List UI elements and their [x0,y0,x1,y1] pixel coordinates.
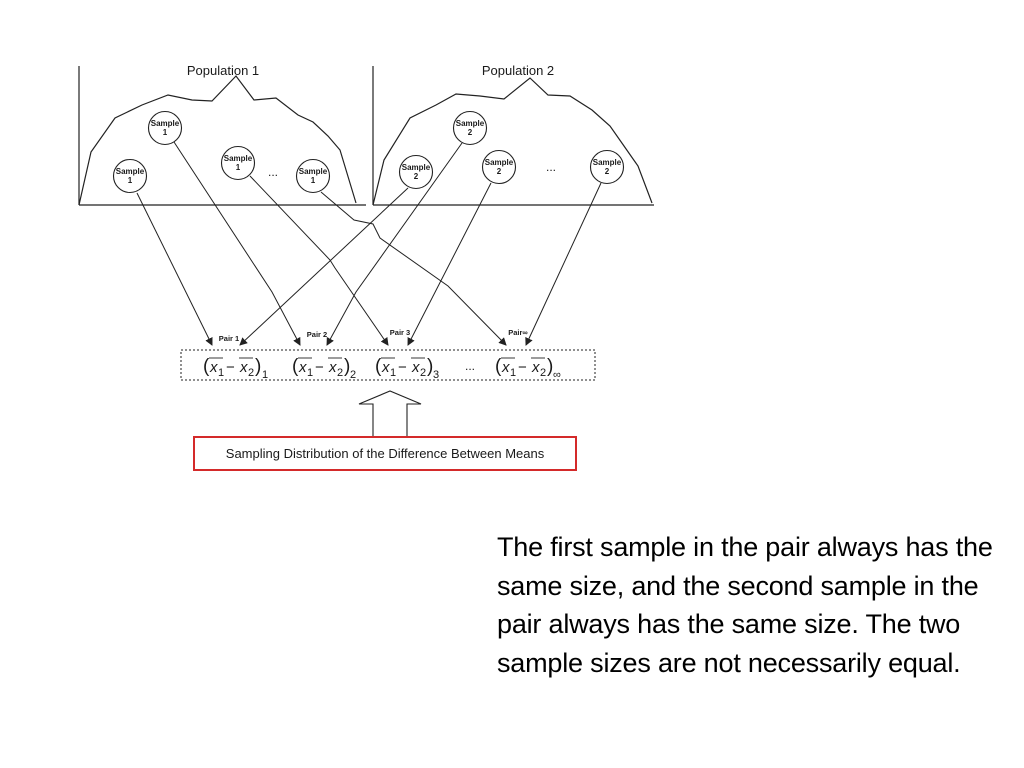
differences-box [180,349,596,381]
population-1-frame: Population 1 [78,63,366,206]
svg-text:x: x [381,359,390,376]
svg-text:−: − [226,359,235,376]
sample-circle: Sample 2 [481,149,517,185]
sample-circle: Sample 1 [112,158,148,194]
svg-text:1: 1 [262,369,268,381]
sampling-distribution-label: Sampling Distribution of the Difference … [226,446,545,461]
svg-text:Sample: Sample [224,154,253,163]
svg-text:3: 3 [433,369,439,381]
svg-text:): ) [547,356,553,377]
svg-text:(: ( [292,356,299,377]
svg-text:1: 1 [390,367,396,379]
sampling-distribution-box [193,436,577,471]
population-1-label: Population 1 [187,63,259,78]
svg-text:x: x [239,359,248,376]
svg-text:Sample: Sample [116,167,145,176]
population-2-label: Population 2 [482,63,554,78]
pair-label: Pair 3 [390,328,410,337]
svg-text:2: 2 [420,367,426,379]
svg-text:(: ( [495,356,502,377]
explanatory-note: The first sample in the pair always has … [497,532,993,678]
pair-label: Pair 1 [219,334,239,343]
svg-text:2: 2 [350,369,356,381]
ellipsis: ... [465,359,475,373]
svg-text:x: x [501,359,510,376]
svg-text:x: x [298,359,307,376]
svg-text:Sample: Sample [299,167,328,176]
svg-text:x: x [328,359,337,376]
connector-arrow [320,191,507,346]
difference-term: ( x 1 − x 2 ) 3 [375,356,439,381]
svg-text:∞: ∞ [553,369,561,381]
connector-arrow [525,182,602,346]
population-1-shape [78,75,357,206]
svg-text:Sample: Sample [593,158,622,167]
svg-text:2: 2 [337,367,343,379]
population-2-samples: Sample 2 Sample 2 Sample 2 ... Sample 2 [398,110,625,190]
svg-text:(: ( [375,356,382,377]
sample-circle: Sample 1 [295,158,331,194]
svg-text:1: 1 [163,128,168,137]
svg-text:): ) [344,356,350,377]
svg-text:1: 1 [128,176,133,185]
pair-label: Pair∞ [508,328,528,337]
difference-term: ( x 1 − x 2 ) ∞ [495,356,561,381]
svg-text:−: − [398,359,407,376]
sample-circle: Sample 2 [398,154,434,190]
connector-arrow [239,187,409,346]
connector-arrow [249,175,389,346]
svg-text:Sample: Sample [151,119,180,128]
svg-text:1: 1 [307,367,313,379]
population-2-frame: Population 2 [372,63,654,206]
connector-arrow [136,192,213,346]
svg-text:1: 1 [236,163,241,172]
population-2-shape [372,77,653,206]
svg-text:x: x [209,359,218,376]
difference-term: ( x 1 − x 2 ) 1 [203,356,268,381]
svg-text:−: − [315,359,324,376]
sample-circle: Sample 1 [220,145,256,181]
svg-text:−: − [518,359,527,376]
difference-term: ( x 1 − x 2 ) 2 [292,356,356,381]
svg-text:2: 2 [497,167,502,176]
svg-text:1: 1 [218,367,224,379]
connector-arrow [173,141,301,346]
sample-circle: Sample 2 [589,149,625,185]
ellipsis: ... [546,160,556,174]
connector-arrow [407,182,492,346]
pair-label: Pair 2 [307,330,327,339]
svg-text:Sample: Sample [485,158,514,167]
pair-connectors [136,141,602,346]
svg-text:Sample: Sample [456,119,485,128]
svg-text:1: 1 [510,367,516,379]
svg-text:2: 2 [468,128,473,137]
svg-text:2: 2 [540,367,546,379]
population-1-samples: Sample 1 Sample 1 Sample 1 ... Sample 1 [112,110,331,194]
svg-text:): ) [255,356,261,377]
sample-circle: Sample 2 [452,110,488,146]
ellipsis: ... [268,165,278,179]
svg-text:2: 2 [605,167,610,176]
svg-text:2: 2 [248,367,254,379]
svg-text:1: 1 [311,176,316,185]
pair-labels: Pair 1 Pair 2 Pair 3 Pair∞ [219,328,528,343]
svg-text:): ) [427,356,433,377]
connector-arrow [326,142,463,346]
svg-text:x: x [411,359,420,376]
sample-circle: Sample 1 [147,110,183,146]
up-arrow [358,390,422,440]
difference-terms: ( x 1 − x 2 ) 1 ( x 1 − x 2 ) 2 ( x [203,356,561,381]
svg-text:x: x [531,359,540,376]
svg-text:(: ( [203,356,210,377]
svg-text:2: 2 [414,172,419,181]
svg-text:Sample: Sample [402,163,431,172]
